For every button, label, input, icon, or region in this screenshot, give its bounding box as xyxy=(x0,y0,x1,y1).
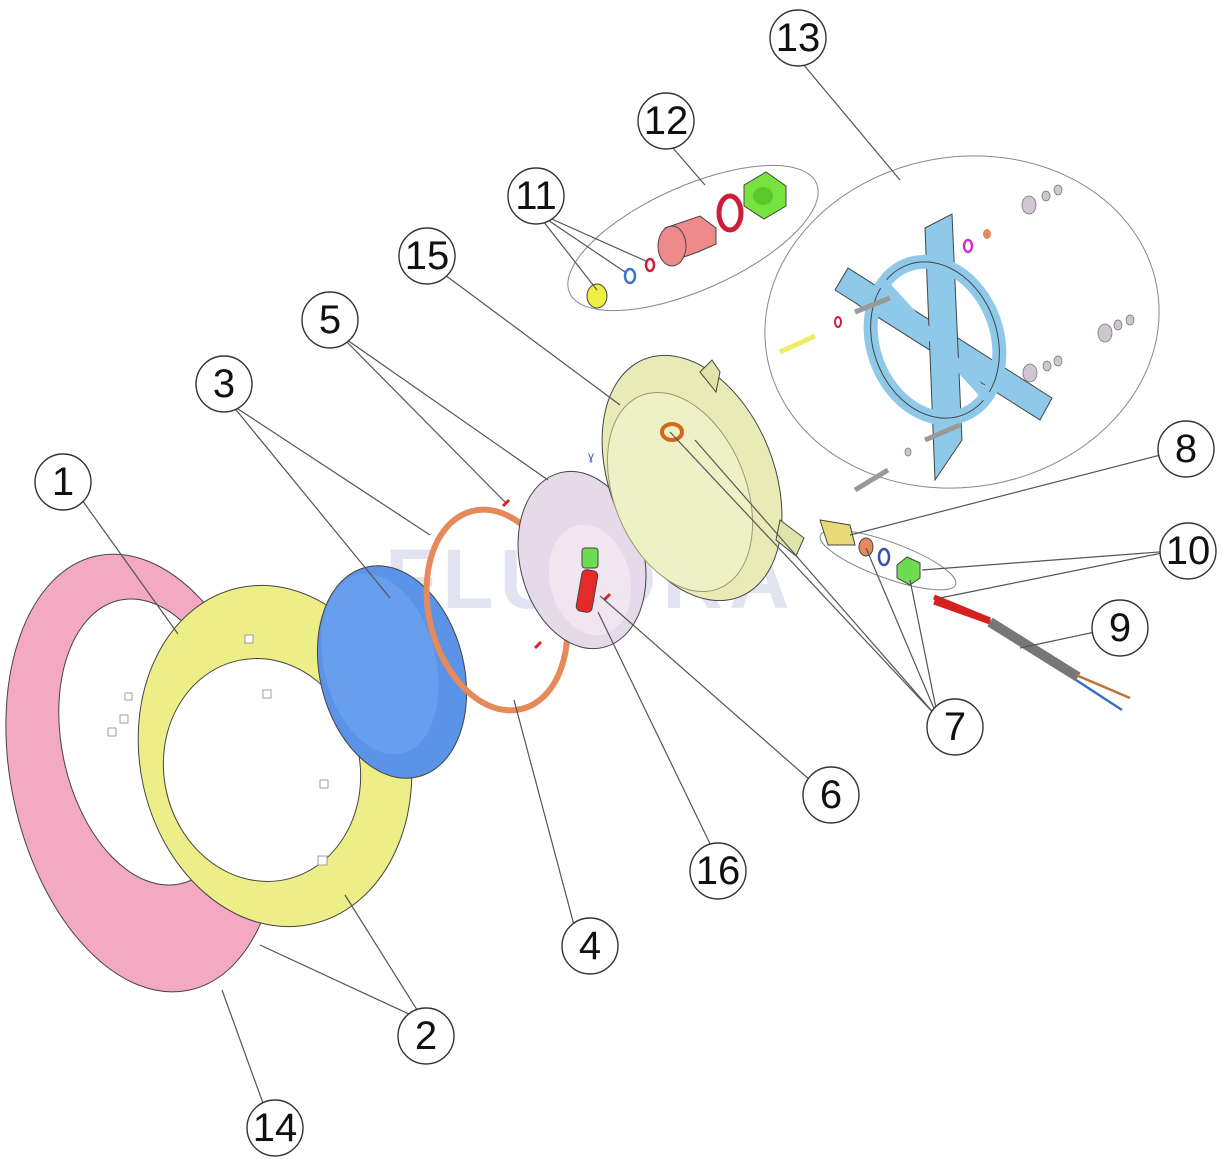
callout-16: 16 xyxy=(689,842,747,900)
callout-7: 7 xyxy=(926,698,984,756)
callout-5: 5 xyxy=(301,291,359,349)
svg-text:11: 11 xyxy=(515,174,557,218)
group-outline-7 xyxy=(819,529,957,591)
callout-6: 6 xyxy=(802,766,860,824)
callout-3: 3 xyxy=(195,355,253,413)
svg-text:7: 7 xyxy=(944,705,966,749)
group-outline-12 xyxy=(567,164,819,312)
callout-14: 14 xyxy=(246,1099,304,1157)
screw-part-5c xyxy=(602,592,612,602)
callout-9: 9 xyxy=(1091,599,1149,657)
part-lamp-holder xyxy=(575,547,599,613)
group-outline-13 xyxy=(764,155,1160,489)
callout-10: 10 xyxy=(1159,522,1217,580)
part-cable-gland-set xyxy=(586,171,787,309)
part-mounting-bracket xyxy=(778,184,1135,493)
part-nut-green xyxy=(896,556,921,586)
part-washer-orange xyxy=(858,537,874,557)
svg-text:4: 4 xyxy=(579,924,601,968)
svg-text:1: 1 xyxy=(52,460,74,504)
svg-text:5: 5 xyxy=(319,298,341,342)
callout-8: 8 xyxy=(1157,420,1215,478)
callout-1: 1 xyxy=(34,453,92,511)
callout-4: 4 xyxy=(561,917,619,975)
svg-text:16: 16 xyxy=(696,849,741,893)
svg-text:9: 9 xyxy=(1109,606,1131,650)
svg-text:13: 13 xyxy=(776,16,821,60)
callout-15: 15 xyxy=(398,227,456,285)
svg-text:15: 15 xyxy=(405,234,450,278)
callout-2: 2 xyxy=(397,1007,455,1065)
svg-text:8: 8 xyxy=(1175,427,1197,471)
callout-11: 11 xyxy=(507,167,565,225)
svg-text:12: 12 xyxy=(644,99,689,143)
svg-text:2: 2 xyxy=(415,1014,437,1058)
svg-text:ɣ: ɣ xyxy=(588,449,594,463)
part-housing: ɣ xyxy=(588,354,805,602)
svg-text:10: 10 xyxy=(1166,529,1211,573)
callout-13: 13 xyxy=(769,9,827,67)
screw-part-5b xyxy=(533,640,543,650)
part-gland-body-yellow xyxy=(819,519,856,546)
svg-text:14: 14 xyxy=(253,1106,298,1150)
svg-text:3: 3 xyxy=(213,362,235,406)
part-cable xyxy=(933,594,1131,712)
part-oring-blue xyxy=(877,547,891,567)
callout-12: 12 xyxy=(637,92,695,150)
svg-text:6: 6 xyxy=(820,773,842,817)
screw-part-5a xyxy=(501,498,511,508)
